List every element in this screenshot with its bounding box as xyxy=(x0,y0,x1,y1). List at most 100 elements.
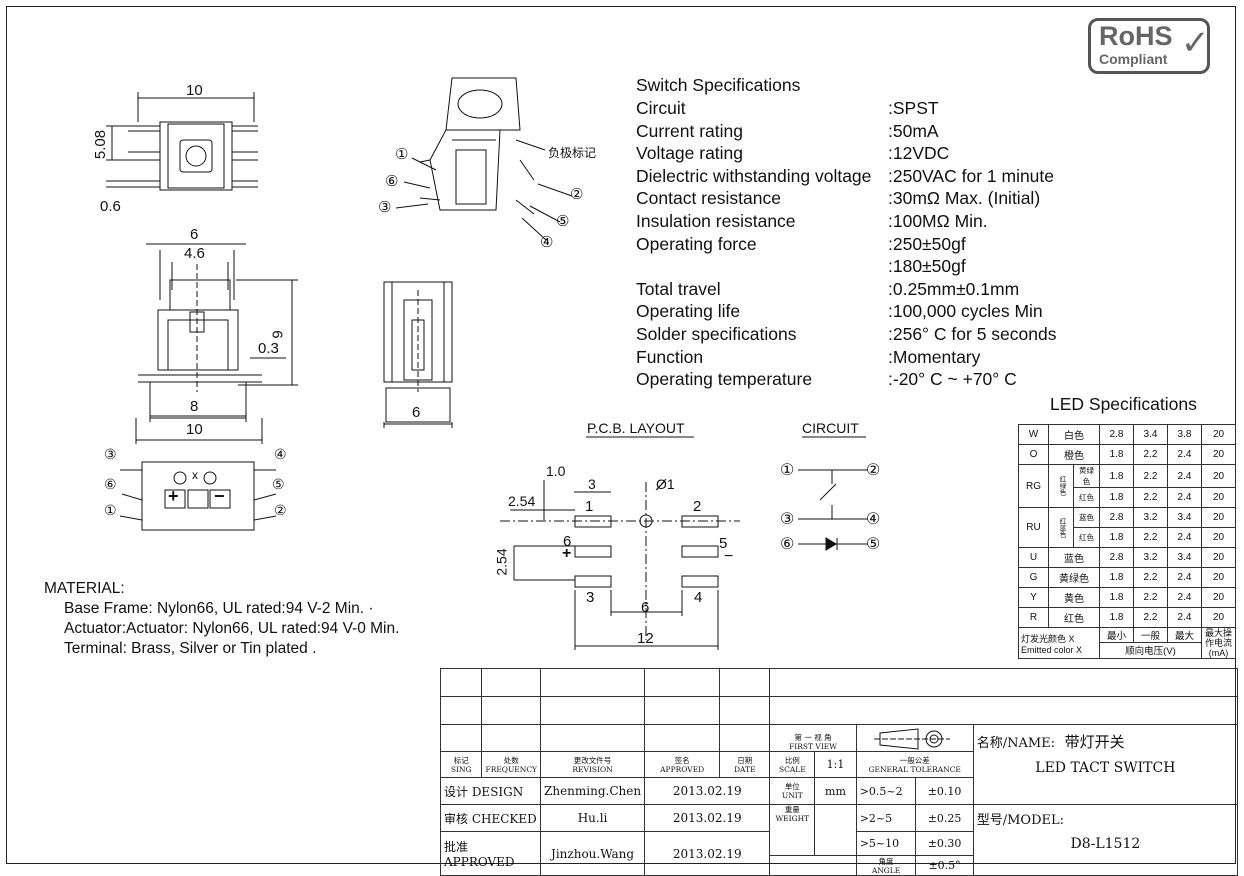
revision-label-en: REVISION xyxy=(572,764,613,774)
led-value: 1.8 xyxy=(1099,527,1134,548)
rohs-title: RoHS xyxy=(1099,21,1173,51)
model-number: D8-L1512 xyxy=(1070,836,1141,852)
led-value: 2.2 xyxy=(1133,567,1168,588)
led-value: 1.8 xyxy=(1099,587,1134,608)
approved-date: 2013.02.19 xyxy=(644,831,771,876)
rohs-subtitle: Compliant xyxy=(1099,51,1168,67)
pcb-pad-1: 1 xyxy=(585,498,594,515)
pcb-layout xyxy=(500,436,740,650)
pcb-dim-12: 12 xyxy=(637,630,654,647)
led-color: 蓝色 xyxy=(1048,547,1100,568)
led-code: RG xyxy=(1018,464,1049,508)
spec-label: Operating force xyxy=(636,233,757,254)
pcb-layout-title: P.C.B. LAYOUT xyxy=(587,420,685,436)
led-value: 20 xyxy=(1201,547,1236,568)
pin-view xyxy=(119,461,277,531)
material-title: MATERIAL: xyxy=(44,580,125,597)
led-value: 3.4 xyxy=(1167,547,1202,568)
led-code: W xyxy=(1018,424,1049,445)
led-value: 3.4 xyxy=(1167,507,1202,528)
led-value: 2.2 xyxy=(1133,487,1168,508)
angle-label-en: ANGLE xyxy=(871,865,901,875)
led-value: 2.4 xyxy=(1167,444,1202,465)
pcb-dim-10: 1.0 xyxy=(546,463,566,479)
led-color-cn: 灯发光颜色 X xyxy=(1021,633,1075,644)
pcb-pad-5: 5 xyxy=(719,535,728,552)
led-imax-unit: (mA) xyxy=(1208,648,1229,658)
check-icon: ✓ xyxy=(1181,24,1210,62)
dim-front-9: 9 xyxy=(269,330,287,339)
led-value: 2.4 xyxy=(1167,567,1202,588)
spec-value: :0.25mm±0.1mm xyxy=(888,278,1020,299)
led-color: 蓝色 xyxy=(1073,507,1100,528)
spec-label: Contact resistance xyxy=(636,188,781,209)
led-value: 20 xyxy=(1201,444,1236,465)
weight-label: 重量 xyxy=(784,805,800,814)
pcb-dim-6: 6 xyxy=(641,599,650,616)
spec-label: Solder specifications xyxy=(636,324,797,344)
led-value: 1.8 xyxy=(1099,464,1134,488)
pin-3-label: ③ xyxy=(104,446,117,462)
tol-range-1: >0.5~2 xyxy=(855,777,917,805)
spec-label: Dielectric withstanding voltage xyxy=(636,165,872,186)
led-code: R xyxy=(1018,607,1049,628)
top-view xyxy=(106,92,258,191)
material-line-1: Base Frame: Nylon66, UL rated:94 V-2 Min… xyxy=(64,600,374,617)
dim-front-8: 8 xyxy=(190,398,199,415)
led-value: 3.8 xyxy=(1167,424,1202,445)
approved-label: 批准 APPROVED xyxy=(439,831,542,876)
scale-label-en: SCALE xyxy=(778,764,806,774)
spec-value: :100,000 cycles Min xyxy=(888,301,1043,322)
iso-callout-5: ⑤ xyxy=(556,213,570,230)
sign-label-en: APPROVED xyxy=(660,764,705,774)
led-value: 3.2 xyxy=(1133,507,1168,528)
iso-callout-1: ① xyxy=(395,146,409,163)
mark-label: 标记 xyxy=(453,755,469,765)
led-color: 红色 xyxy=(1048,607,1100,628)
iso-callout-3: ③ xyxy=(378,199,392,216)
isometric-view xyxy=(395,77,573,241)
dim-front-46: 4.6 xyxy=(184,245,205,262)
tol-value-2: ±0.25 xyxy=(915,804,974,832)
spec-value: :12VDC xyxy=(888,143,950,164)
spec-value: :SPST xyxy=(888,98,939,118)
pcb-plus: + xyxy=(562,545,572,562)
circuit-node-1: ① xyxy=(780,462,795,479)
pcb-dim-3: 3 xyxy=(588,476,596,492)
date-label-en: DATE xyxy=(734,764,756,774)
pin-view-minus: − xyxy=(214,486,225,506)
led-value: 2.4 xyxy=(1167,607,1202,628)
led-value: 20 xyxy=(1201,507,1236,528)
led-table-footer: 灯发光颜色 X Emitted color X 最小 一般 最大 顺向电压(V)… xyxy=(1018,627,1236,659)
dim-front-6: 6 xyxy=(190,226,199,243)
led-value: 2.4 xyxy=(1167,464,1202,488)
led-value: 20 xyxy=(1201,587,1236,608)
led-vf-label: 顺向电压(V) xyxy=(1125,646,1176,657)
led-code: G xyxy=(1018,567,1049,588)
sign-label: 签名 xyxy=(674,755,690,765)
circuit-node-5: ⑤ xyxy=(866,536,881,553)
tol-range-2: >2~5 xyxy=(855,804,917,832)
pin-4-label: ④ xyxy=(274,446,287,462)
led-value: 3.2 xyxy=(1133,547,1168,568)
product-name-en: LED TACT SWITCH xyxy=(1035,760,1176,776)
spec-value: :256° C for 5 seconds xyxy=(888,324,1057,344)
spec-label: Operating life xyxy=(636,301,741,322)
spec-value: :180±50gf xyxy=(888,256,966,277)
led-value: 20 xyxy=(1201,424,1236,445)
tol-value-1: ±0.10 xyxy=(915,777,974,805)
led-color: 黄绿色 xyxy=(1073,464,1100,488)
led-spec-title: LED Specifications xyxy=(1050,394,1197,414)
spec-label: Total travel xyxy=(636,278,721,299)
unit-label-en: UNIT xyxy=(781,791,803,800)
angle-label: 角度 xyxy=(878,856,894,866)
led-value: 2.4 xyxy=(1167,527,1202,548)
spec-label: Insulation resistance xyxy=(636,211,796,231)
circuit-diagram xyxy=(798,436,868,551)
revision-label: 更改文件号 xyxy=(573,755,612,765)
